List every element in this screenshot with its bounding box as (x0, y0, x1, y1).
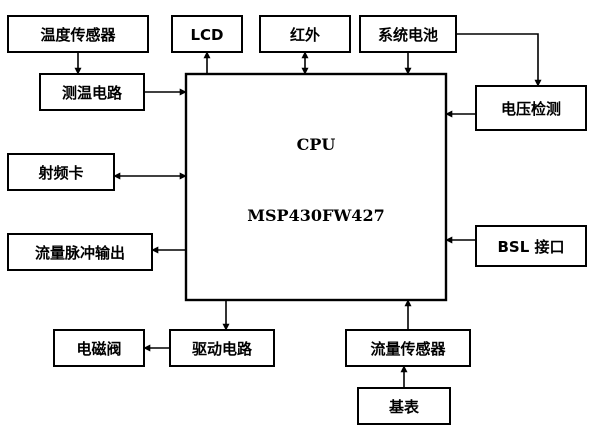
system-battery-label: 系统电池 (378, 26, 438, 44)
cpu-model: MSP430FW427 (247, 206, 384, 225)
arrow-battery-to-voltage-detect (456, 33, 542, 87)
temp-circuit-label: 测温电路 (62, 84, 123, 102)
temp-sensor-label: 温度传感器 (40, 26, 116, 44)
base-meter-label: 基表 (388, 398, 420, 416)
solenoid-valve-label: 电磁阀 (76, 340, 121, 358)
cpu-block: CPU MSP430FW427 (184, 72, 448, 302)
drive-circuit-label: 驱动电路 (192, 340, 253, 358)
temp-sensor-block: 温度传感器 (7, 15, 149, 53)
infrared-block: 红外 (259, 15, 351, 53)
drive-circuit-block: 驱动电路 (169, 329, 275, 367)
lcd-block: LCD (171, 15, 243, 53)
flow-sensor-block: 流量传感器 (345, 329, 471, 367)
lcd-label: LCD (190, 26, 223, 44)
rf-card-label: 射频卡 (37, 164, 83, 182)
rf-card-block: 射频卡 (7, 153, 115, 191)
voltage-detect-label: 电压检测 (501, 100, 561, 118)
bsl-interface-label: BSL 接口 (497, 238, 564, 256)
temp-circuit-block: 测温电路 (39, 73, 145, 111)
base-meter-block: 基表 (357, 387, 451, 425)
flow-sensor-label: 流量传感器 (370, 340, 446, 358)
cpu-title: CPU (297, 135, 336, 154)
flow-pulse-output-label: 流量脉冲输出 (35, 244, 125, 262)
voltage-detect-block: 电压检测 (475, 85, 587, 131)
system-battery-block: 系统电池 (359, 15, 457, 53)
infrared-label: 红外 (290, 26, 320, 44)
flow-pulse-output-block: 流量脉冲输出 (7, 233, 153, 271)
solenoid-valve-block: 电磁阀 (53, 329, 145, 367)
bsl-interface-block: BSL 接口 (475, 225, 587, 267)
